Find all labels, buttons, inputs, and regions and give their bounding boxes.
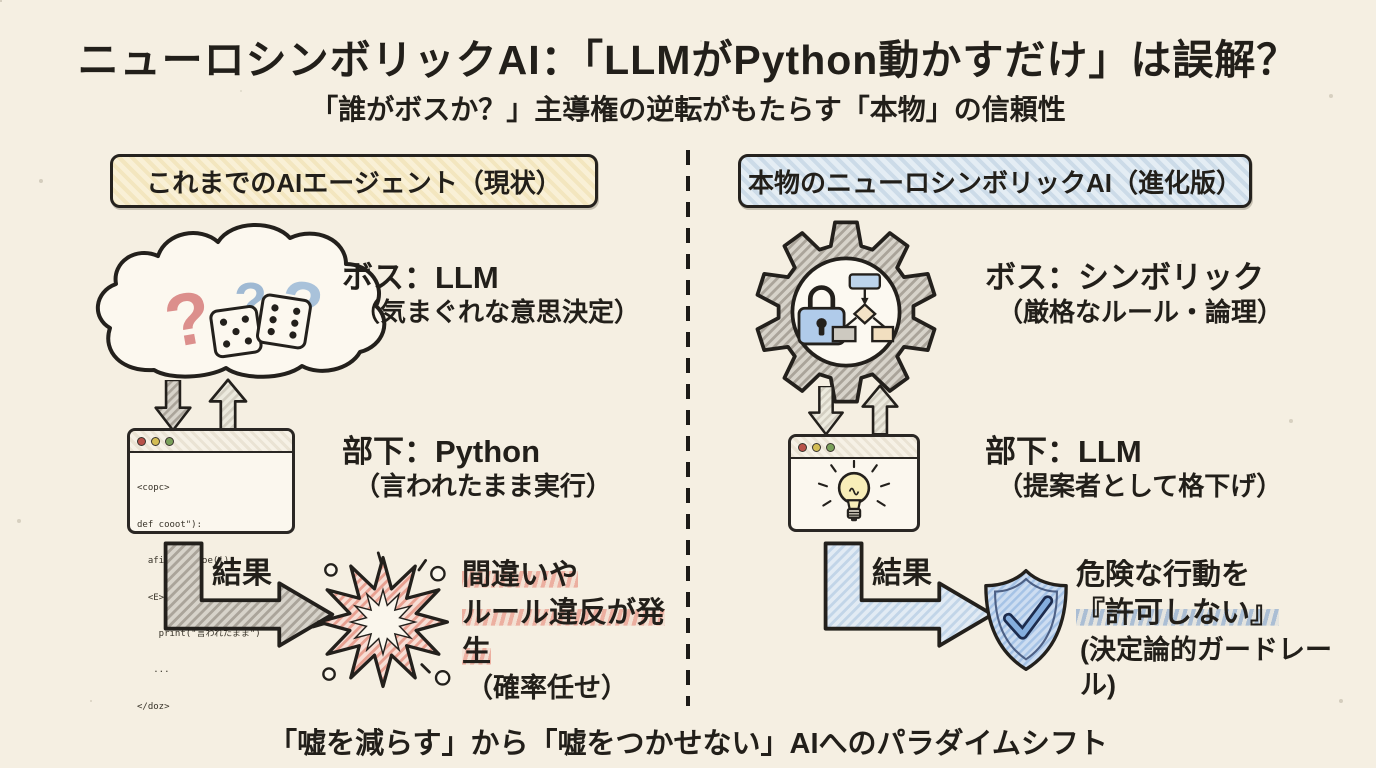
window-minimize-dot — [812, 442, 821, 452]
smoke-puff-icon — [324, 563, 338, 577]
explosion-icon — [312, 551, 451, 689]
right-worker-text: 部下：LLM （提案者として格下げ） — [985, 434, 1282, 503]
lightbulb-icon — [817, 460, 891, 522]
left-worker-label: 部下：Python — [342, 434, 541, 469]
left-outcome-line1: 間違いや — [462, 559, 579, 591]
page-title: ニューロシンボリックAI：「LLMがPython動かすだけ」は誤解？ — [77, 37, 1299, 83]
window-title-bar — [791, 437, 917, 459]
right-worker-note: （提案者として格下げ） — [997, 470, 1283, 501]
left-worker-note: （言われたまま実行） — [354, 470, 612, 501]
footer-tagline: 「嘘を減らす」から「嘘をつかせない」AIへのパラダイムシフト — [268, 728, 1108, 760]
code-window-icon: <copc> def cooot"): afic = vcooe(|) <E> … — [127, 428, 295, 712]
left-column-header-label: これまでのAIエージェント（現状） — [146, 167, 562, 198]
right-column-header-label: 本物のニューロシンボリックAI（進化版） — [747, 167, 1242, 198]
right-boss-label: ボス：シンボリック — [985, 260, 1264, 295]
right-column-header: 本物のニューロシンボリックAI（進化版） — [738, 154, 1252, 208]
column-divider — [686, 150, 690, 706]
right-outcome-line2: 『許可しない』 — [1076, 597, 1280, 630]
left-result-label: 結果 — [212, 557, 272, 590]
dice-icon — [256, 293, 312, 350]
checkmark-icon — [1003, 595, 1054, 640]
left-boss-label: ボス：LLM — [342, 260, 499, 295]
elbow-arrow-icon — [163, 541, 335, 648]
right-worker-label: 部下：LLM — [985, 434, 1142, 469]
smoke-puff-icon — [322, 667, 336, 681]
cloud-questions-dice-icon: ? ? ? — [95, 223, 387, 379]
gear-lock-flowchart-icon — [755, 220, 937, 404]
right-outcome-line1: 危険な行動を — [1076, 559, 1251, 591]
window-maximize-dot — [165, 436, 174, 446]
arrow-down-icon — [808, 386, 844, 436]
right-boss-text: ボス：シンボリック （厳格なルール・論理） — [985, 260, 1283, 329]
left-outcome-line2: ルール違反が発生 — [462, 597, 666, 668]
dice-icon — [209, 305, 263, 359]
page-subtitle: 「誰がボスか？」主導権の逆転がもたらす「本物」の信頼性 — [310, 94, 1066, 125]
left-column-header: これまでのAIエージェント（現状） — [110, 154, 598, 208]
smoke-puff-icon — [430, 565, 446, 582]
right-outcome-line3: (決定論的ガードレール) — [1080, 634, 1332, 701]
window-close-dot — [798, 442, 807, 452]
smoke-puff-icon — [434, 670, 451, 686]
left-outcome-line3: （確率任せ） — [466, 672, 628, 703]
right-boss-note: （厳格なルール・論理） — [997, 296, 1284, 327]
paper-speckles — [0, 0, 2, 2]
elbow-arrow-icon — [823, 541, 995, 648]
arrow-down-icon — [154, 380, 192, 432]
window-maximize-dot — [826, 442, 835, 452]
right-outcome-text: 危険な行動を 『許可しない』 (決定論的ガードレール) — [1076, 556, 1356, 704]
left-outcome-text: 間違いや ルール違反が発生 （確率任せ） — [462, 556, 692, 706]
shield-check-icon — [984, 568, 1068, 672]
flowchart-icon — [831, 273, 895, 343]
browser-lightbulb-icon — [788, 434, 920, 532]
left-boss-note: （気まぐれな意思決定） — [354, 296, 641, 327]
window-title-bar — [130, 431, 292, 453]
left-worker-text: 部下：Python （言われたまま実行） — [342, 434, 612, 503]
arrow-up-icon — [208, 378, 248, 432]
window-close-dot — [137, 436, 146, 446]
window-minimize-dot — [151, 436, 160, 446]
arrow-up-icon — [861, 384, 899, 436]
right-result-label: 結果 — [872, 557, 932, 590]
left-boss-text: ボス：LLM （気まぐれな意思決定） — [342, 260, 640, 329]
